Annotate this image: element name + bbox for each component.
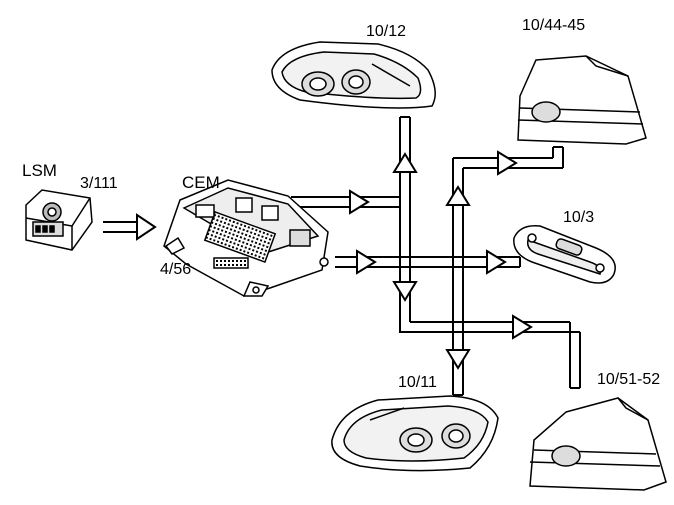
cem-label: CEM (182, 173, 220, 192)
tail-lower-label: 10/51-52 (597, 371, 660, 388)
cem-control-unit (163, 179, 329, 297)
plate-lamp-label: 10/3 (563, 209, 594, 226)
number-plate-lamp (513, 225, 616, 284)
headlamp-lower-label: 10/11 (398, 374, 437, 391)
lsm-switch-module (25, 189, 93, 251)
lsm-label: LSM (22, 161, 57, 180)
tail-lamp-lower (529, 397, 667, 491)
arrow-cem-lower-output (335, 249, 521, 275)
tail-upper-label: 10/44-45 (522, 17, 585, 34)
lsm-ref-label: 3/111 (80, 175, 118, 192)
headlamp-upper-label: 10/12 (366, 23, 406, 40)
arrow-lsm-to-cem (103, 213, 157, 241)
arrow-cem-upper-output (291, 189, 400, 215)
cem-ref-label: 4/56 (160, 261, 191, 278)
arrow-to-tail-upper (453, 146, 564, 176)
headlamp-upper (271, 41, 436, 109)
arrow-trunk-headlamp-upper (392, 116, 418, 322)
signal-paths (103, 116, 581, 396)
tail-lamp-upper (517, 55, 647, 145)
headlamp-lower (331, 395, 499, 472)
arrow-trunk-headlamp-lower (445, 158, 471, 396)
arrow-to-tail-lower (399, 314, 581, 389)
